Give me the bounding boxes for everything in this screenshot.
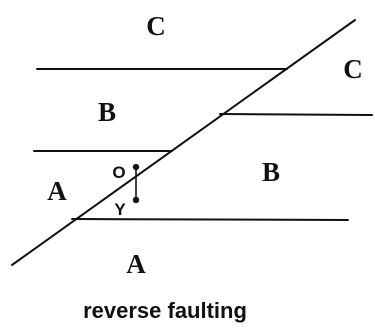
hanging-wall-layer-b-label: B [98, 97, 116, 127]
footwall-layer-b-label: B [262, 157, 280, 187]
hanging-wall-layer-c-label: C [146, 11, 166, 41]
point-y-label: Y [114, 200, 126, 219]
footwall-layer-a-label: A [126, 249, 146, 279]
point-y-dot [132, 196, 140, 204]
footwall-layer-c-label: C [343, 54, 363, 84]
diagram-caption: reverse faulting [83, 298, 247, 323]
point-o-dot [132, 163, 140, 171]
fault-line [11, 19, 356, 266]
point-o-label: O [112, 163, 125, 182]
hanging-wall-layer-a-label: A [47, 176, 67, 206]
footwall-boundary-b-a [71, 218, 349, 221]
footwall-boundary-c-b [219, 113, 373, 116]
